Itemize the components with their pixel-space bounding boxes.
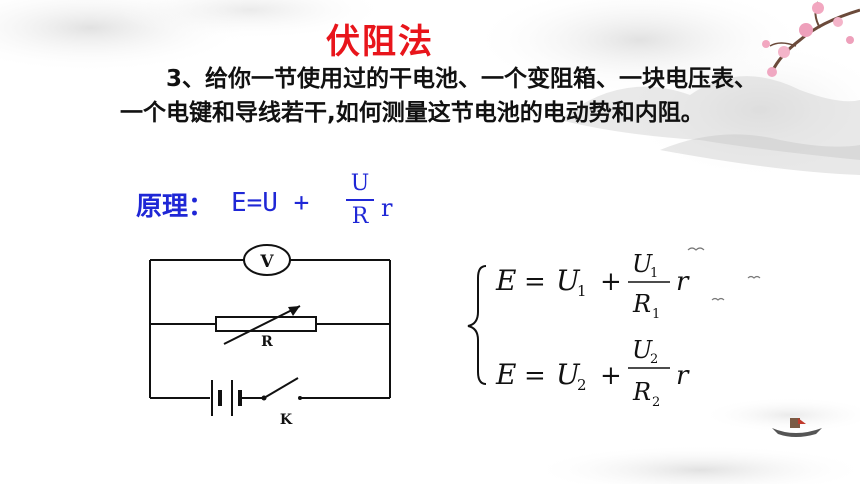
eq1-num-u: U [632, 250, 653, 278]
key-label: K [280, 412, 293, 428]
fraction-denominator: R [351, 204, 369, 229]
eq1-num-sub: 1 [650, 266, 658, 281]
eq2-equals: = [524, 361, 546, 391]
eq1-u: U [556, 264, 581, 297]
eq1-den-sub: 1 [652, 307, 660, 322]
fraction-numerator: U [350, 171, 370, 196]
eq1-plus: + [600, 267, 622, 297]
eq2-lhs: E [495, 358, 516, 391]
eq2-num-u: U [632, 336, 653, 364]
left-brace-icon [467, 265, 487, 385]
equation-1: E = U 1 + U 1 R 1 r [495, 250, 690, 322]
eq1-equals: = [524, 267, 546, 297]
page-title: 伏阻法 [326, 22, 434, 62]
principle-expression: E=U + [231, 188, 310, 218]
equation-2: E = U 2 + U 2 R 2 r [495, 336, 690, 410]
eq2-den-sub: 2 [652, 395, 660, 410]
question-body: 、给你一节使用过的干电池、一个变阻箱、一块电压表、一个电键和导线若干,如何测量这… [120, 66, 758, 126]
resistor-label: R [261, 334, 273, 350]
eq2-r: r [676, 361, 690, 391]
switch-icon [261, 377, 302, 401]
principle-label: 原理： [136, 192, 215, 222]
equation-system: E = U 1 + U 1 R 1 r E = U 2 + U 2 R 2 r [467, 250, 690, 410]
eq1-u-sub: 1 [577, 282, 587, 300]
plum-blossom-branch-icon [762, 1, 860, 77]
eq1-den-r: R [632, 290, 651, 318]
battery-icon [211, 380, 242, 416]
circuit-diagram: V R K [149, 244, 391, 428]
voltmeter-icon [243, 244, 291, 276]
voltmeter-label: V [259, 252, 274, 272]
eq1-lhs: E [495, 264, 516, 297]
eq2-num-sub: 2 [650, 352, 658, 367]
question-text: 3、给你一节使用过的干电池、一个变阻箱、一块电压表、一个电键和导线若干,如何测量… [120, 62, 760, 130]
eq1-r: r [676, 267, 690, 297]
question-number: 3 [166, 66, 183, 92]
principle-tail: r [381, 194, 393, 222]
boat-icon [772, 418, 822, 437]
eq2-u: U [556, 358, 581, 391]
eq2-plus: + [600, 361, 622, 391]
eq2-den-r: R [632, 378, 651, 406]
principle-fraction: U R [346, 170, 374, 230]
variable-arrow-icon [223, 305, 301, 345]
eq2-u-sub: 2 [577, 376, 587, 394]
fraction-bar [346, 199, 374, 201]
